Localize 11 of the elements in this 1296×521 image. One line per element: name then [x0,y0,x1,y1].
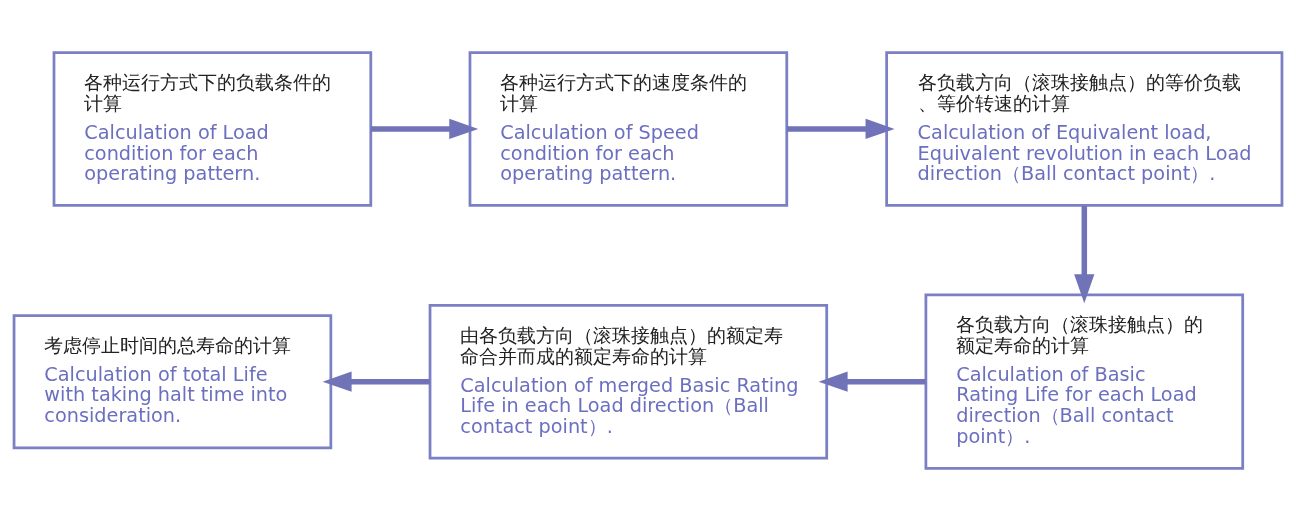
node-box: 各负载方向（滚珠接触点）的额定寿命的计算 Calculation of Basic Rating Life for each Load direction（Ball contact point）. [924,293,1245,470]
node-box: 考虑停止时间的总寿命的计算 Calculation of total Life with taking halt time into consideration. [12,314,333,450]
arrow [786,118,895,140]
arrow [322,371,430,392]
node-box: 各种运行方式下的负载条件的计算 Calculation of Load condition for each operating pattern. [52,51,373,207]
arrow [370,118,479,140]
node-box: 各负载方向（滚珠接触点）的等价负载、等价转速的计算 Calculation of Equivalent load, Equivalent revolution in each Load direction（Ball contact point）. [885,51,1284,207]
arrow [818,371,926,392]
node-box: 各种运行方式下的速度条件的计算 Calculation of Speed condition for each operating pattern. [468,51,789,207]
arrow [1074,206,1095,304]
node-box: 由各负载方向（滚珠接触点）的额定寿命合并而成的额定寿命的计算 Calculation of merged Basic Rating Life in each Load direction（Ball contact point）. [428,303,829,460]
